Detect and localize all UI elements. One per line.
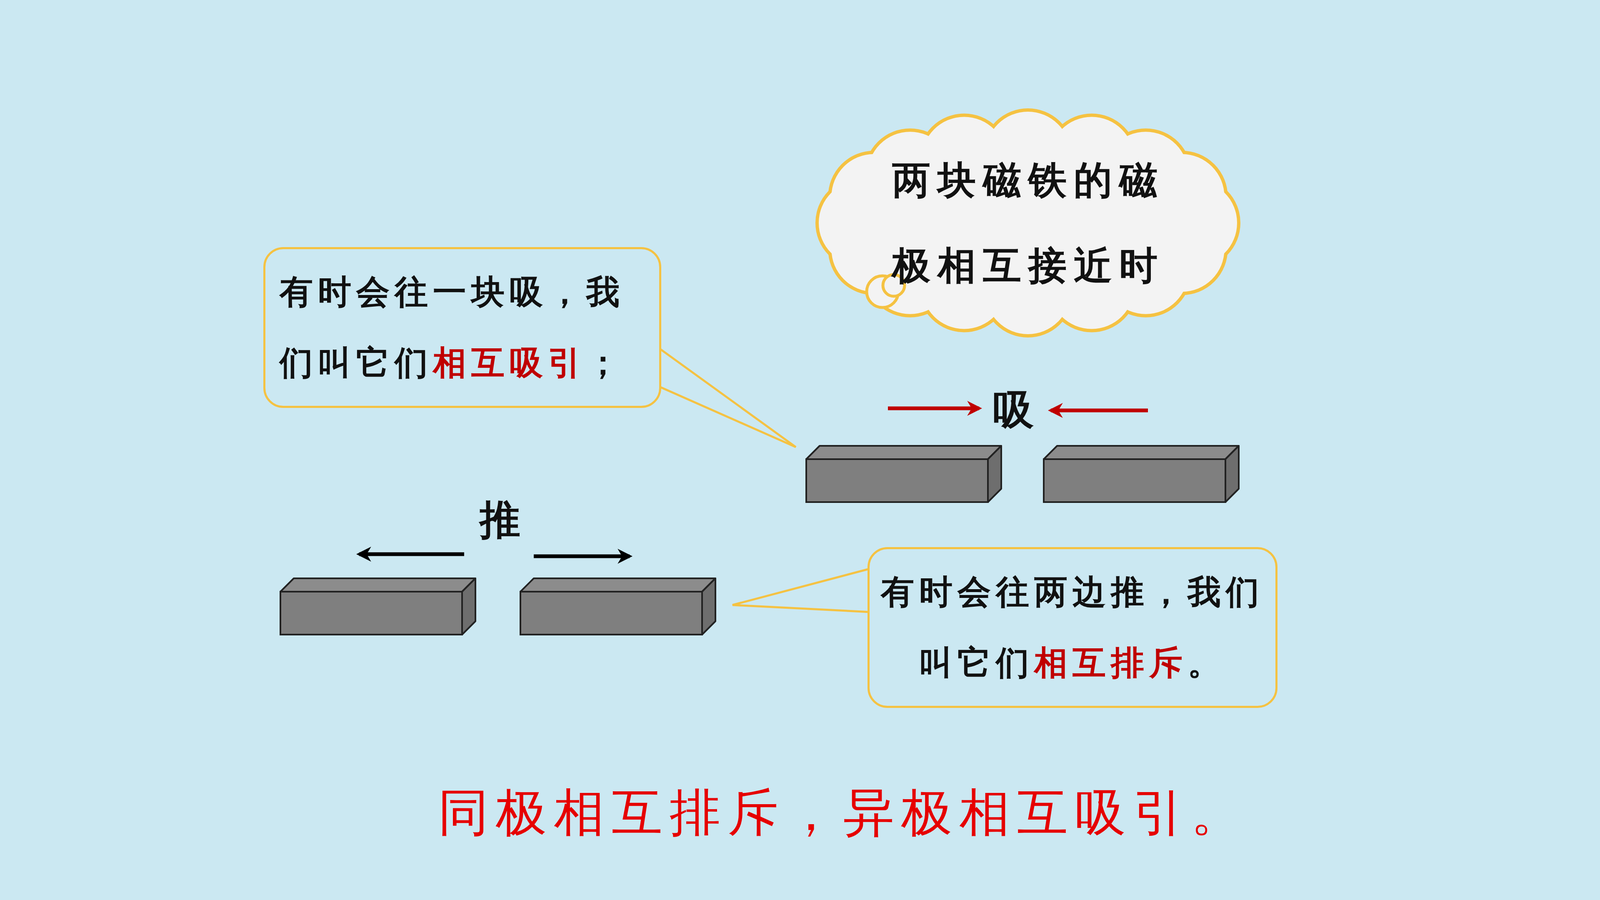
conclusion-text: 同极相互排斥，异极相互吸引。: [437, 779, 1249, 848]
callout-text: 有时会往一块吸，我们叫它们相互吸引；: [279, 256, 645, 399]
key-term: 相互吸引: [432, 343, 587, 383]
callout-text: 。: [1187, 643, 1226, 683]
speech-callout: 有时会往两边推，我们叫它们相互排斥。: [867, 547, 1278, 708]
callout-text: ；: [586, 343, 625, 383]
thought-cloud: 两块磁铁的磁极相互接近时: [816, 114, 1240, 332]
force-label: 吸: [992, 382, 1034, 438]
magnet-bar: [806, 445, 1002, 503]
key-term: 相互排斥: [1034, 643, 1188, 683]
speech-callout: 有时会往一块吸，我们叫它们相互吸引；: [263, 247, 662, 408]
callout-text: 两块磁铁的磁极相互接近时: [892, 157, 1165, 288]
magnet-bar: [520, 578, 716, 635]
callout-tails: [650, 341, 880, 613]
callout-text: 有时会往两边推，我们叫它们相互排斥。: [879, 556, 1266, 699]
callout-text: 两块磁铁的磁极相互接近时: [882, 137, 1175, 309]
cloud-outline: [816, 114, 1240, 332]
force-label: 推: [479, 492, 521, 548]
magnet-bar: [1043, 445, 1239, 503]
magnet-bar: [280, 578, 476, 635]
